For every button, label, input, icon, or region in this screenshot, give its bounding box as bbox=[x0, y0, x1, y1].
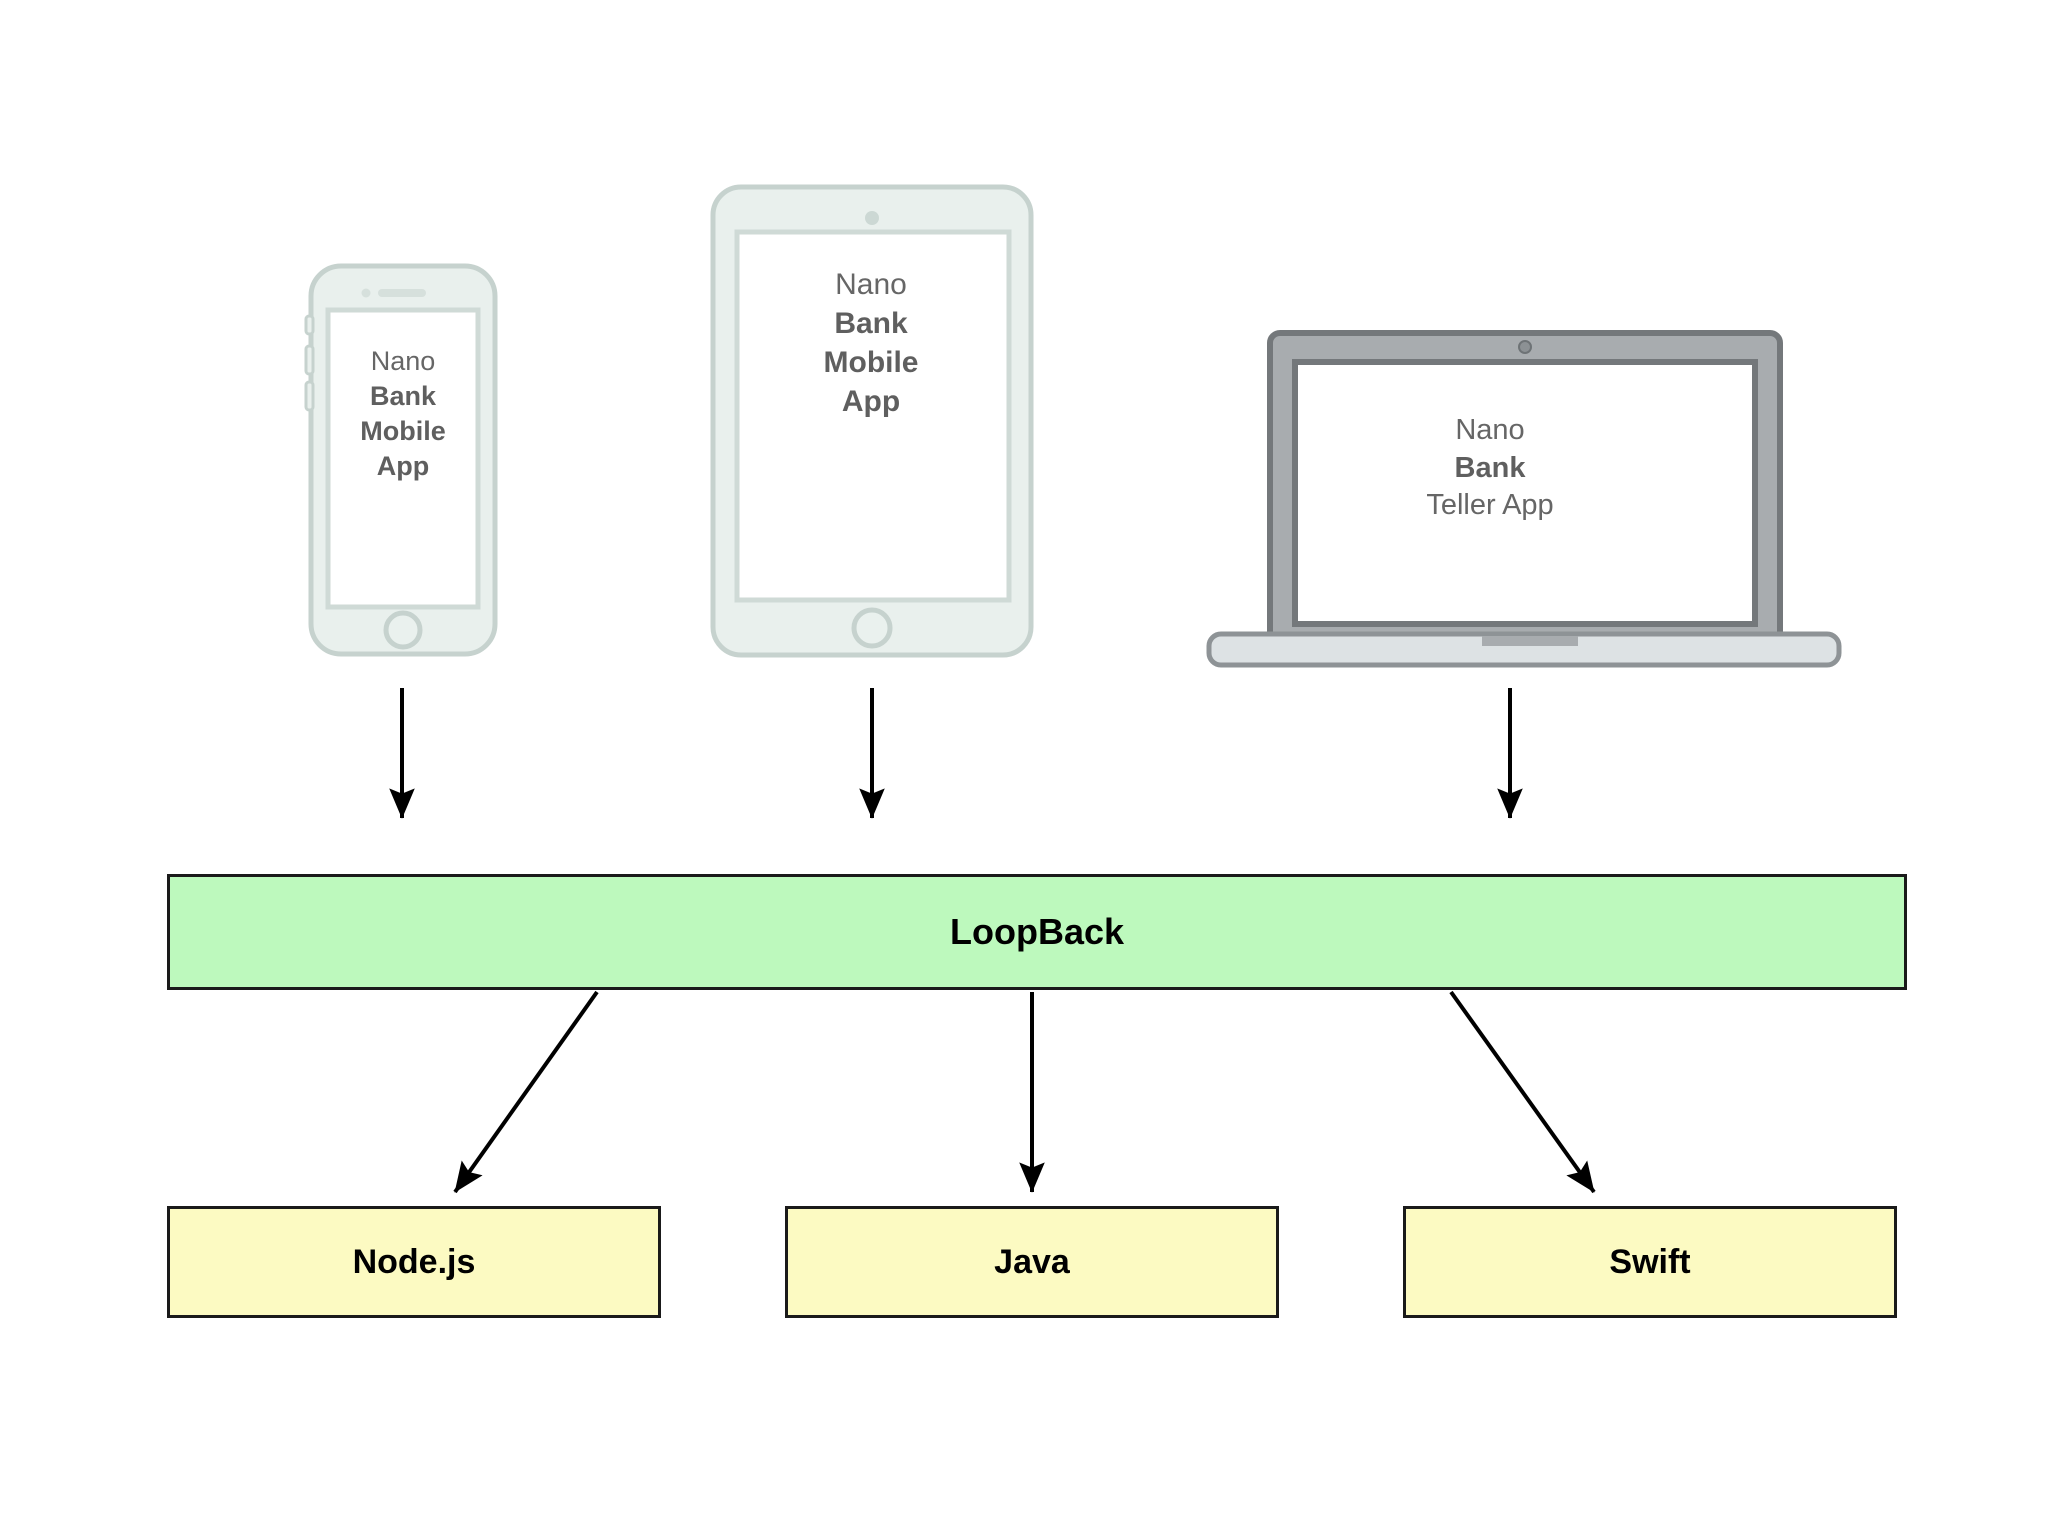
phone-line-3: Mobile bbox=[360, 416, 446, 447]
laptop-line-1: Nano bbox=[1455, 414, 1525, 446]
tablet-icon bbox=[710, 184, 1034, 658]
tablet-line-2: Bank bbox=[834, 307, 908, 340]
laptop-icon bbox=[1206, 330, 1842, 668]
language-node-swift[interactable]: Swift bbox=[1403, 1206, 1897, 1318]
phone-line-2: Bank bbox=[369, 381, 437, 412]
arrow-loopback-to-nodejs bbox=[453, 990, 599, 1194]
phone-screen-text: Nano Bank Mobile App bbox=[320, 344, 486, 484]
tablet-line-4: App bbox=[841, 385, 901, 418]
language-node-nodejs[interactable]: Node.js bbox=[167, 1206, 661, 1318]
laptop-line-2: Bank bbox=[1454, 451, 1526, 484]
language-node-java[interactable]: Java bbox=[785, 1206, 1279, 1318]
loopback-node[interactable]: LoopBack bbox=[167, 874, 1907, 990]
phone-line-4: App bbox=[376, 451, 430, 482]
tablet-line-1: Nano bbox=[835, 268, 907, 301]
laptop-screen-text: Nano Bank Teller App bbox=[1290, 412, 1690, 525]
tablet-screen-text: Nano Bank Mobile App bbox=[726, 265, 1016, 421]
tablet-line-3: Mobile bbox=[823, 346, 919, 379]
arrow-loopback-to-swift bbox=[1449, 990, 1596, 1194]
phone-line-1: Nano bbox=[370, 346, 436, 376]
laptop-line-3: Teller App bbox=[1426, 489, 1554, 522]
smartphone-icon bbox=[304, 263, 498, 657]
